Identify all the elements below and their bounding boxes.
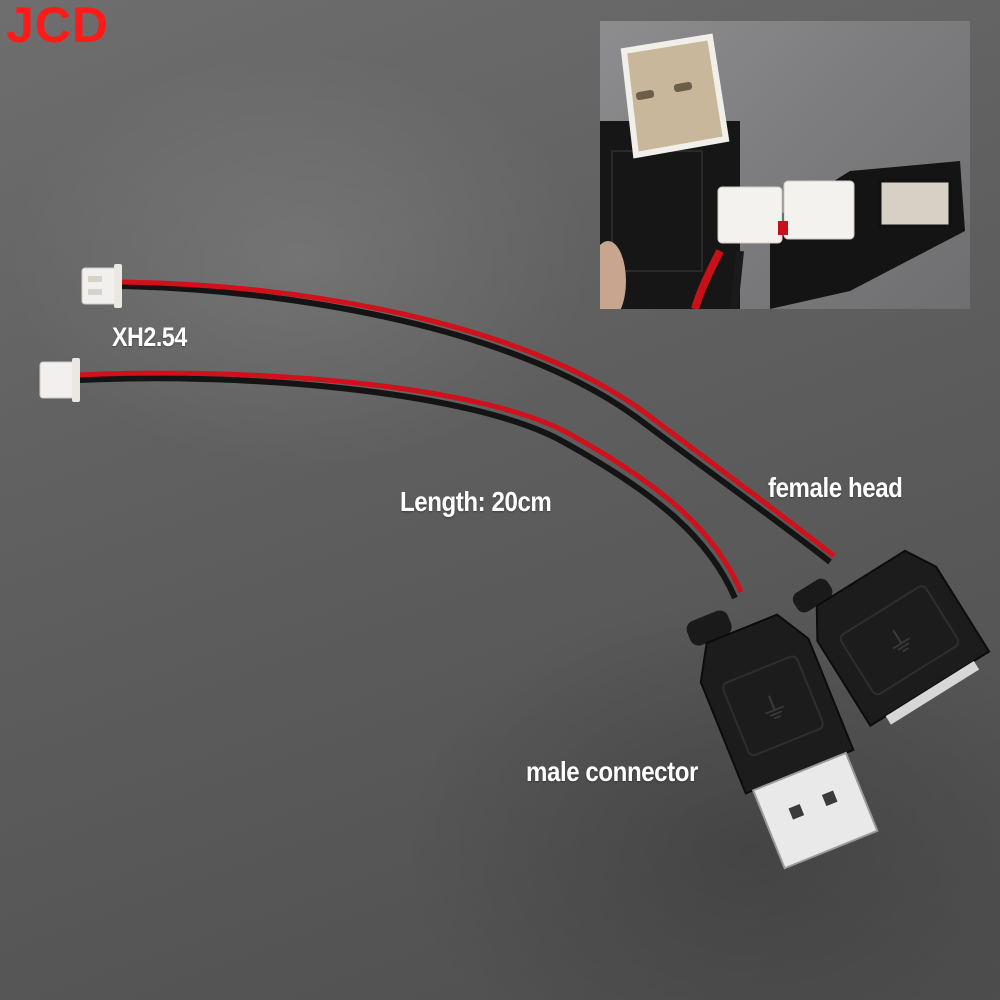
xh-connector-bottom [39,358,80,402]
inset-illustration [600,33,965,309]
brand-logo: JCD [6,0,110,53]
female-head-label: female head [768,472,903,503]
usb-female-head: ⏚ [792,549,991,728]
xh-connector-top [81,264,122,308]
connector-type-label: XH2.54 [112,322,187,352]
inset-closeup-photo [600,21,970,309]
cable-male [77,370,744,600]
length-label: Length: 20cm [400,486,552,517]
usb-male-connector: ⏚ [686,610,879,870]
male-connector-label: male connector [526,756,698,787]
cable-female [119,279,836,565]
